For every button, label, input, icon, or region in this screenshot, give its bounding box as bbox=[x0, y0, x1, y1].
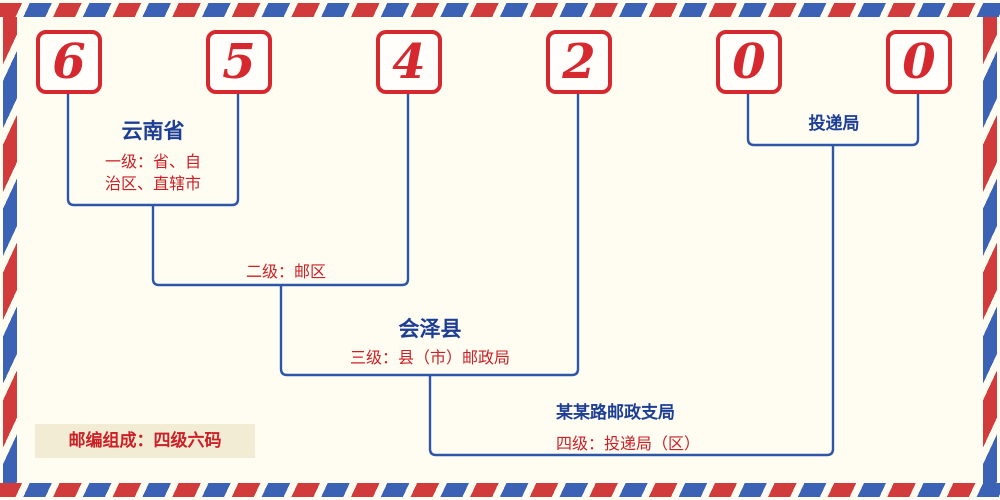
digit-5: 0 bbox=[732, 34, 766, 90]
digit-2: 5 bbox=[222, 34, 256, 90]
connector-delivery bbox=[746, 94, 920, 147]
digit-box-6: 0 bbox=[886, 30, 952, 94]
footer-note: 邮编组成：四级六码 bbox=[35, 424, 255, 458]
level4-place-label: 某某路邮政支局 bbox=[556, 403, 675, 422]
connector-level1 bbox=[66, 94, 240, 207]
level1-desc-line1: 一级：省、自 bbox=[104, 154, 201, 171]
level3-place-label: 会泽县 bbox=[398, 318, 462, 341]
level1-desc-line2: 治区、直辖市 bbox=[104, 176, 201, 193]
level2-desc-label: 二级：邮区 bbox=[245, 264, 326, 281]
digit-box-1: 6 bbox=[36, 30, 102, 94]
connector-level4 bbox=[428, 146, 835, 457]
digit-box-4: 2 bbox=[546, 30, 612, 94]
digit-3: 4 bbox=[392, 34, 426, 90]
digit-4: 2 bbox=[562, 34, 596, 90]
digit-6: 0 bbox=[902, 34, 936, 90]
delivery-bureau-label: 投递局 bbox=[808, 114, 860, 133]
digit-box-2: 5 bbox=[206, 30, 272, 94]
level4-desc-label: 四级：投递局（区） bbox=[556, 436, 701, 453]
connector-level3 bbox=[279, 94, 580, 377]
level1-place-label: 云南省 bbox=[121, 120, 185, 143]
airmail-border-top bbox=[0, 3, 1000, 17]
airmail-border-left bbox=[3, 17, 17, 483]
level3-desc-label: 三级：县（市）邮政局 bbox=[349, 350, 510, 367]
connector-level2 bbox=[151, 94, 410, 287]
digit-1: 6 bbox=[52, 34, 86, 90]
digit-box-5: 0 bbox=[716, 30, 782, 94]
airmail-border-bottom bbox=[0, 483, 1000, 497]
digit-box-3: 4 bbox=[376, 30, 442, 94]
airmail-border-right bbox=[983, 17, 997, 483]
